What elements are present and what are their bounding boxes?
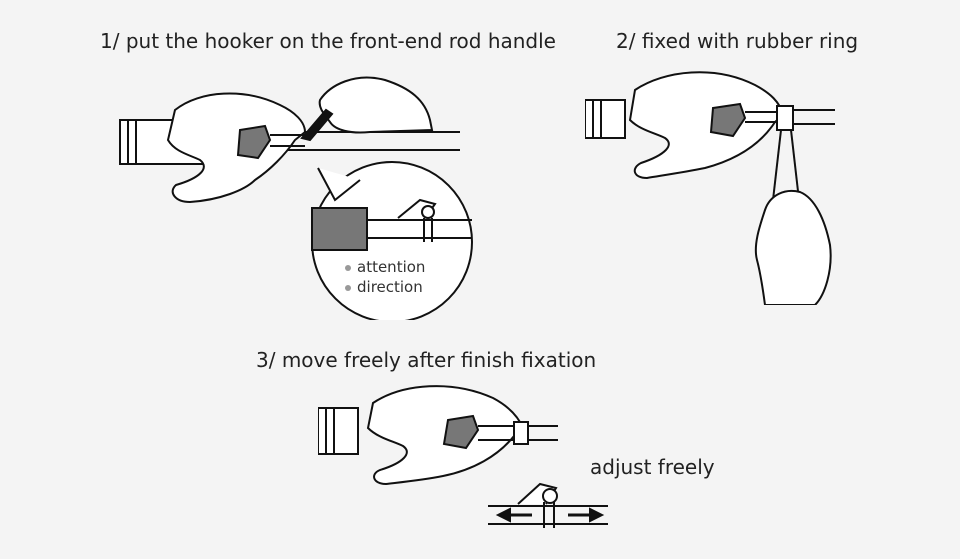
magnified-detail xyxy=(311,198,472,251)
reel-seat-icon xyxy=(442,414,480,450)
adjust-caption: adjust freely xyxy=(590,455,715,479)
step3-illustration xyxy=(318,385,608,528)
attention-label: attention xyxy=(357,258,426,276)
hand-icon xyxy=(318,76,434,134)
adjust-detail xyxy=(488,482,608,528)
hand-icon xyxy=(628,71,785,180)
hand-icon xyxy=(166,92,307,204)
direction-dot xyxy=(345,285,351,291)
step1-caption: 1/ put the hooker on the front-end rod h… xyxy=(100,29,556,53)
direction-label: direction xyxy=(357,278,423,296)
step3-caption: 3/ move freely after finish fixation xyxy=(256,348,597,372)
arrow-right-icon xyxy=(568,507,605,523)
hand-icon xyxy=(754,190,832,305)
reel-seat-icon xyxy=(709,102,747,138)
step2-caption: 2/ fixed with rubber ring xyxy=(616,29,859,53)
step1-illustration xyxy=(119,76,473,320)
rubber-ring-icon xyxy=(745,105,800,201)
arrow-left-icon xyxy=(495,507,532,523)
attention-dot xyxy=(345,265,351,271)
reel-seat-icon xyxy=(236,124,272,160)
step2-illustration xyxy=(585,71,835,305)
hook-keeper-icon xyxy=(300,108,334,142)
